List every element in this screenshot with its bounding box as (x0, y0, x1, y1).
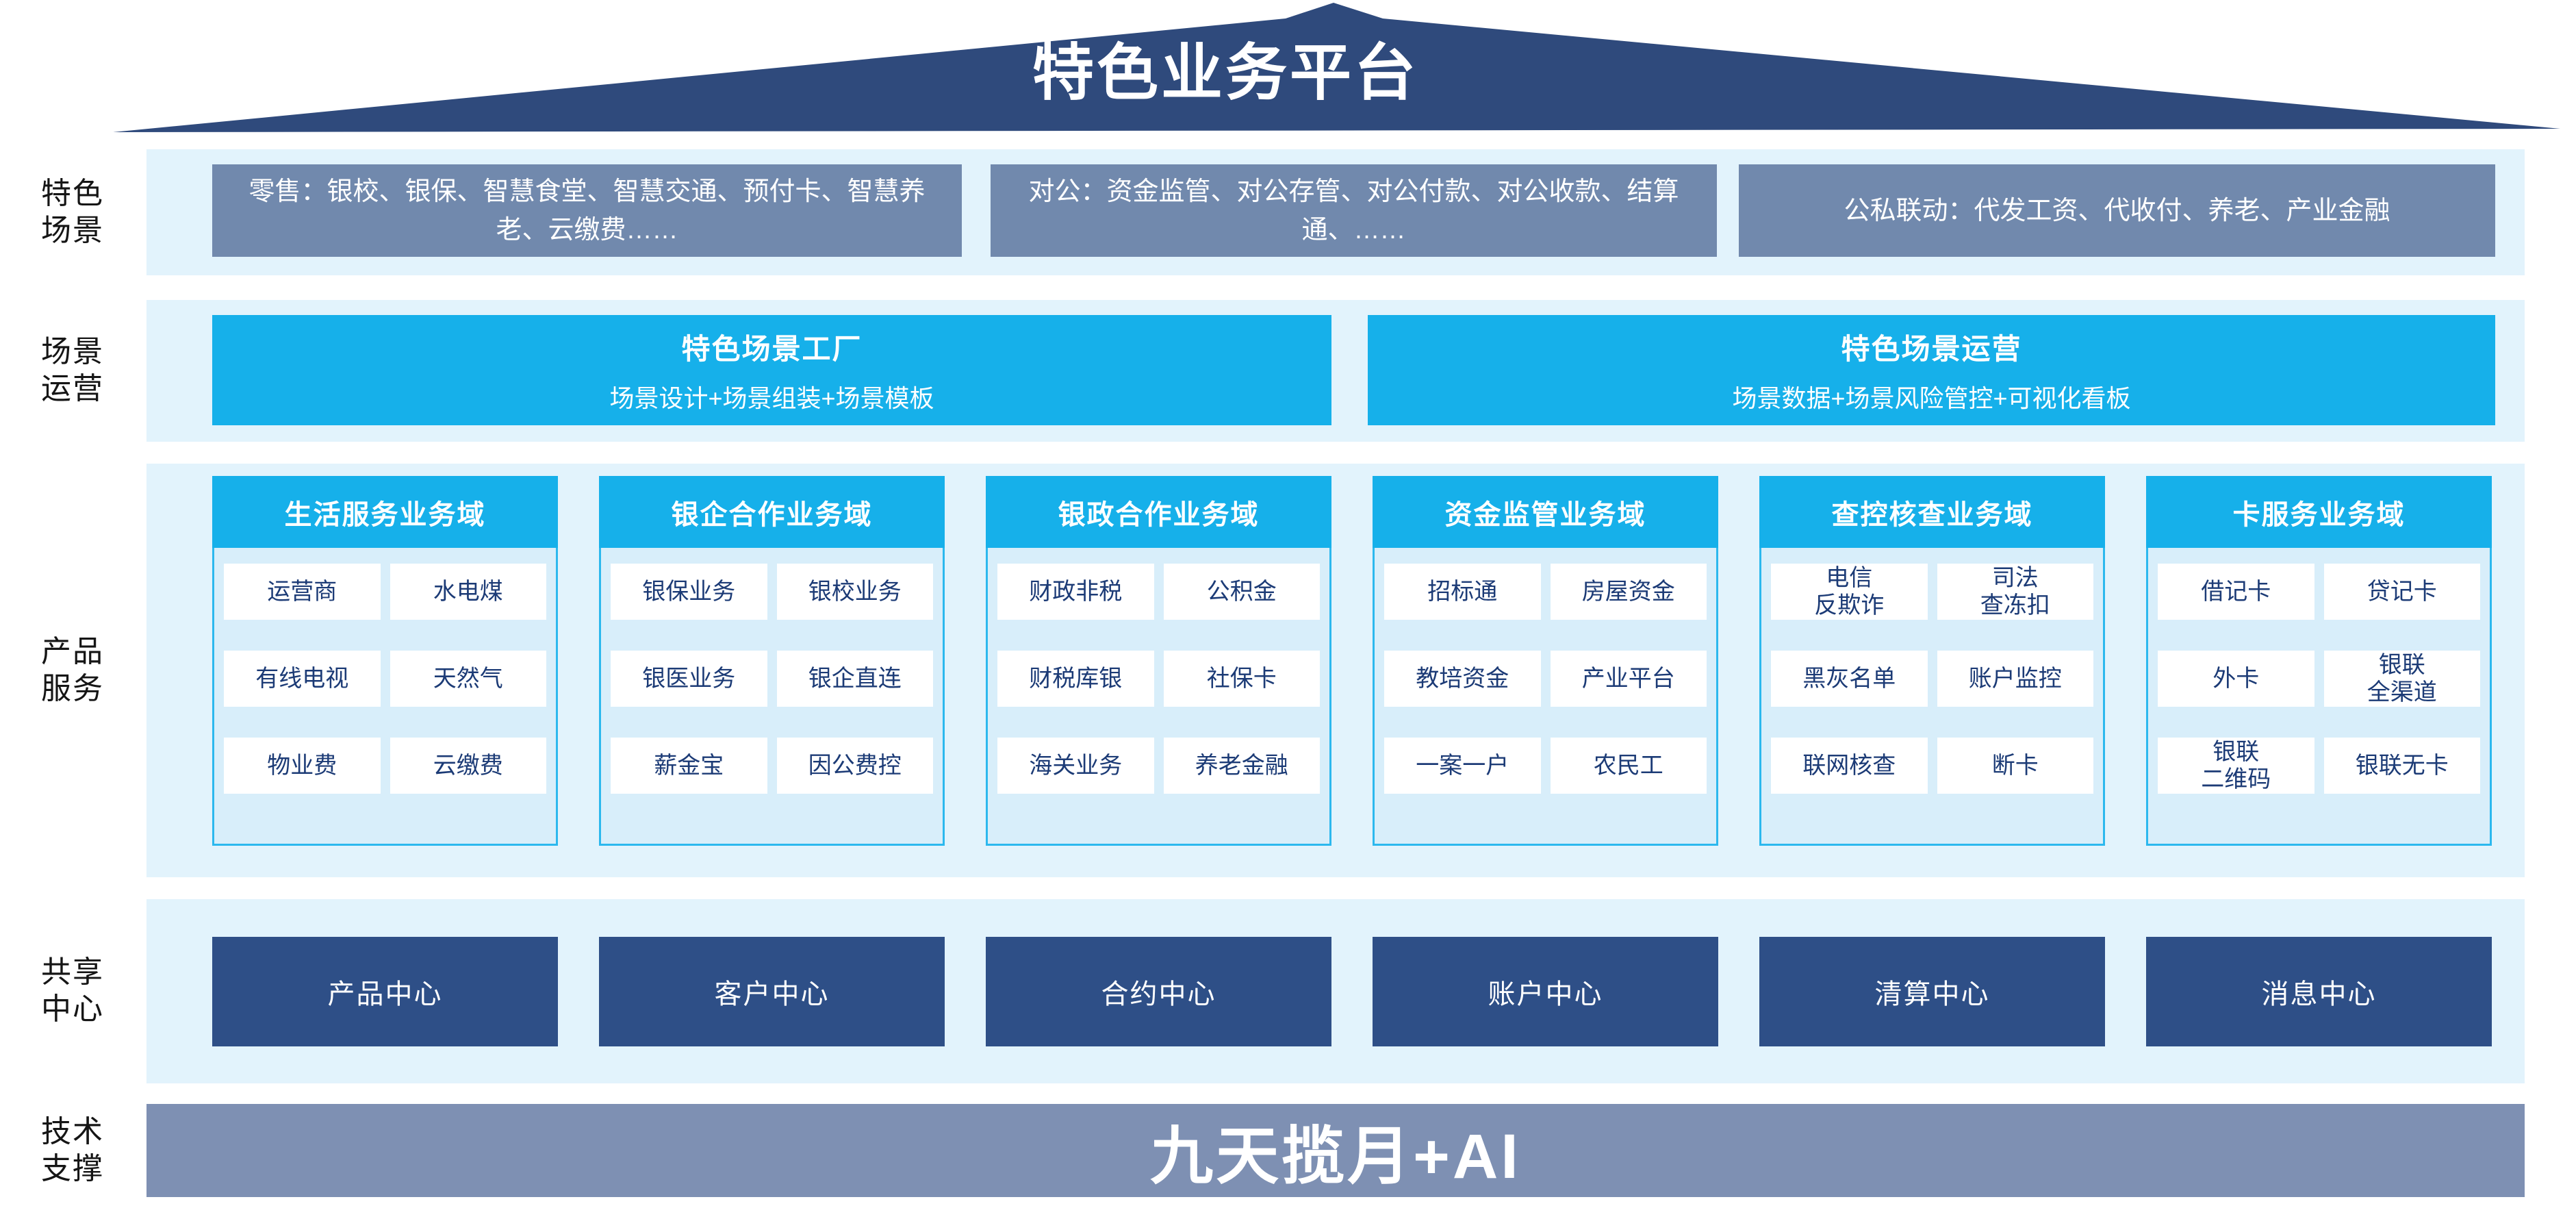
product-cell: 黑灰名单 (1771, 651, 1928, 707)
product-cell: 断卡 (1937, 738, 2093, 794)
scenario-box-retail: 零售：银校、银保、智慧食堂、智慧交通、预付卡、智慧养老、云缴费…… (212, 164, 962, 257)
op-box-scene-operation: 特色场景运营 场景数据+场景风险管控+可视化看板 (1368, 315, 2495, 425)
product-cell: 银保业务 (611, 564, 767, 620)
product-cell: 电信反欺诈 (1771, 564, 1928, 620)
product-cell: 运营商 (224, 564, 381, 620)
center-box-settlement: 清算中心 (1759, 937, 2105, 1046)
op-box-title: 特色场景工厂 (681, 333, 863, 365)
product-cell: 社保卡 (1163, 651, 1320, 707)
scenario-box-corporate: 对公：资金监管、对公存管、对公付款、对公收款、结算通、…… (991, 164, 1717, 257)
product-cell: 账户监控 (1937, 651, 2093, 707)
product-cell: 联网核查 (1771, 738, 1928, 794)
side-label-center: 共享中心 (41, 955, 104, 1026)
domain-panel-bank-enterprise: 银保业务 银校业务 银医业务 银企直连 薪金宝 因公费控 (599, 548, 945, 846)
product-cell: 房屋资金 (1550, 564, 1707, 620)
domain-panel-life-service: 运营商 水电煤 有线电视 天然气 物业费 云缴费 (212, 548, 558, 846)
product-cell: 天然气 (390, 651, 546, 707)
center-box-product: 产品中心 (212, 937, 558, 1046)
product-cell: 海关业务 (997, 738, 1154, 794)
domain-panel-bank-government: 财政非税 公积金 财税库银 社保卡 海关业务 养老金融 (986, 548, 1331, 846)
center-box-account: 账户中心 (1373, 937, 1718, 1046)
product-cell: 一案一户 (1384, 738, 1541, 794)
tech-support-bar: 九天揽月+AI (146, 1104, 2525, 1197)
product-cell: 物业费 (224, 738, 381, 794)
product-cell: 招标通 (1384, 564, 1541, 620)
side-label-tech: 技术支撑 (41, 1115, 104, 1185)
product-cell: 银医业务 (611, 651, 767, 707)
product-cell: 水电煤 (390, 564, 546, 620)
product-cell: 财政非税 (997, 564, 1154, 620)
center-box-contract: 合约中心 (986, 937, 1331, 1046)
product-cell: 薪金宝 (611, 738, 767, 794)
domain-panel-fund-supervision: 招标通 房屋资金 教培资金 产业平台 一案一户 农民工 (1373, 548, 1718, 846)
domain-header-life-service: 生活服务业务域 (212, 476, 558, 548)
product-cell: 银联二维码 (2158, 738, 2314, 794)
domain-header-bank-enterprise: 银企合作业务域 (599, 476, 945, 548)
product-cell: 财税库银 (997, 651, 1154, 707)
domain-panel-card-service: 借记卡 贷记卡 外卡 银联全渠道 银联二维码 银联无卡 (2146, 548, 2492, 846)
product-cell: 云缴费 (390, 738, 546, 794)
domain-header-fund-supervision: 资金监管业务域 (1373, 476, 1718, 548)
center-box-message: 消息中心 (2146, 937, 2492, 1046)
center-box-customer: 客户中心 (599, 937, 945, 1046)
product-cell: 借记卡 (2158, 564, 2314, 620)
product-cell: 银校业务 (776, 564, 933, 620)
product-cell: 有线电视 (224, 651, 381, 707)
domain-header-card-service: 卡服务业务域 (2146, 476, 2492, 548)
op-box-subtitle: 场景数据+场景风险管控+可视化看板 (1732, 384, 2131, 412)
product-cell: 养老金融 (1163, 738, 1320, 794)
product-cell: 司法查冻扣 (1937, 564, 2093, 620)
domain-header-bank-government: 银政合作业务域 (986, 476, 1331, 548)
side-label-operation: 场景运营 (41, 335, 104, 405)
product-cell: 银联无卡 (2323, 738, 2480, 794)
product-cell: 教培资金 (1384, 651, 1541, 707)
product-cell: 公积金 (1163, 564, 1320, 620)
scenario-box-public-private: 公私联动：代发工资、代收付、养老、产业金融 (1739, 164, 2495, 257)
product-cell: 银联全渠道 (2323, 651, 2480, 707)
product-cell: 贷记卡 (2323, 564, 2480, 620)
op-box-subtitle: 场景设计+场景组装+场景模板 (609, 384, 934, 412)
side-label-scenario: 特色场景 (41, 177, 104, 247)
product-cell: 银企直连 (776, 651, 933, 707)
op-box-scene-factory: 特色场景工厂 场景设计+场景组装+场景模板 (212, 315, 1331, 425)
op-box-title: 特色场景运营 (1841, 333, 2022, 365)
domain-panel-inspection: 电信反欺诈 司法查冻扣 黑灰名单 账户监控 联网核查 断卡 (1759, 548, 2105, 846)
side-label-product: 产品服务 (41, 635, 104, 705)
product-cell: 农民工 (1550, 738, 1707, 794)
product-cell: 因公费控 (776, 738, 933, 794)
platform-title: 特色业务平台 (1032, 39, 1418, 108)
domain-header-inspection: 查控核查业务域 (1759, 476, 2105, 548)
product-cell: 产业平台 (1550, 651, 1707, 707)
product-cell: 外卡 (2158, 651, 2314, 707)
